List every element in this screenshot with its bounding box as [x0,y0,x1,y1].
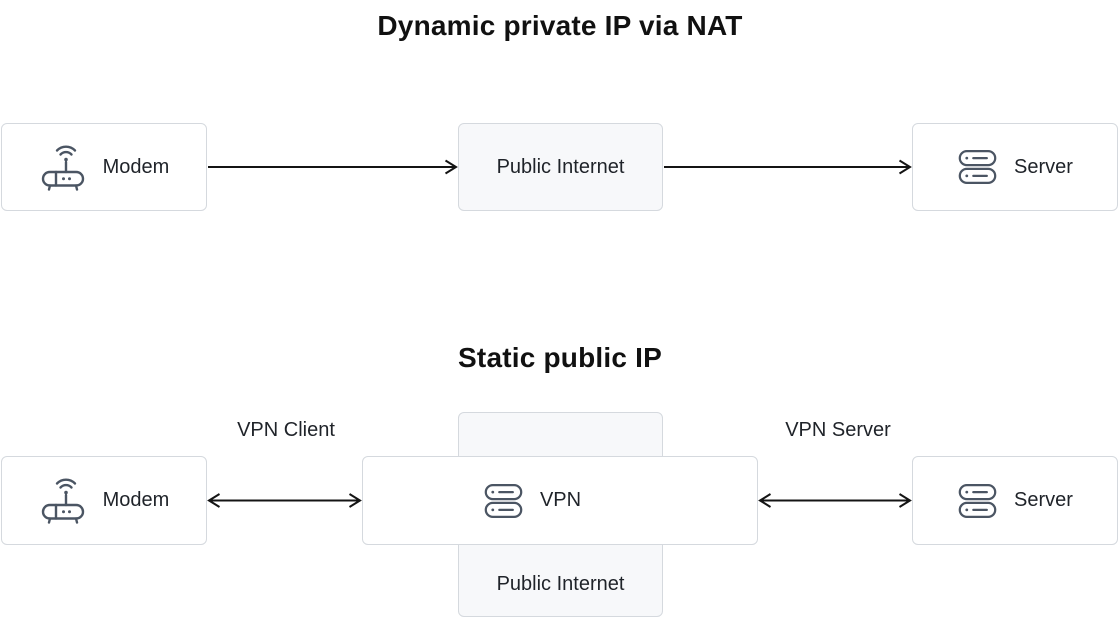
node-public-internet-top: Public Internet [458,123,663,211]
node-modem-bottom: Modem [1,456,207,545]
node-label: Server [1014,155,1073,178]
modem-icon [39,477,87,524]
node-label: VPN [539,489,582,511]
node-modem-top: Modem [1,123,207,211]
node-label: Public Internet [496,573,625,595]
diagram2-title: Static public IP [458,342,662,373]
node-label: Public Internet [496,155,625,178]
node-label: Modem [102,489,170,511]
diagram1-title: Dynamic private IP via NAT [377,10,743,41]
arrow-modem-to-internet [208,159,458,175]
edge-label-vpn-client: VPN Client [237,419,335,441]
server-stack-icon [483,482,524,520]
arrow-vpn-server-bidirectional [758,493,912,508]
node-label: Modem [102,155,170,178]
edge-label-vpn-server: VPN Server [785,419,891,441]
node-label: Server [1014,489,1073,511]
node-vpn: VPN [362,456,758,545]
arrow-internet-to-server [664,159,912,175]
arrow-modem-vpn-bidirectional [207,493,362,508]
node-server-bottom: Server [912,456,1118,545]
server-stack-icon [957,482,998,520]
server-stack-icon [957,148,998,186]
node-server-top: Server [912,123,1118,211]
modem-icon [39,144,87,191]
